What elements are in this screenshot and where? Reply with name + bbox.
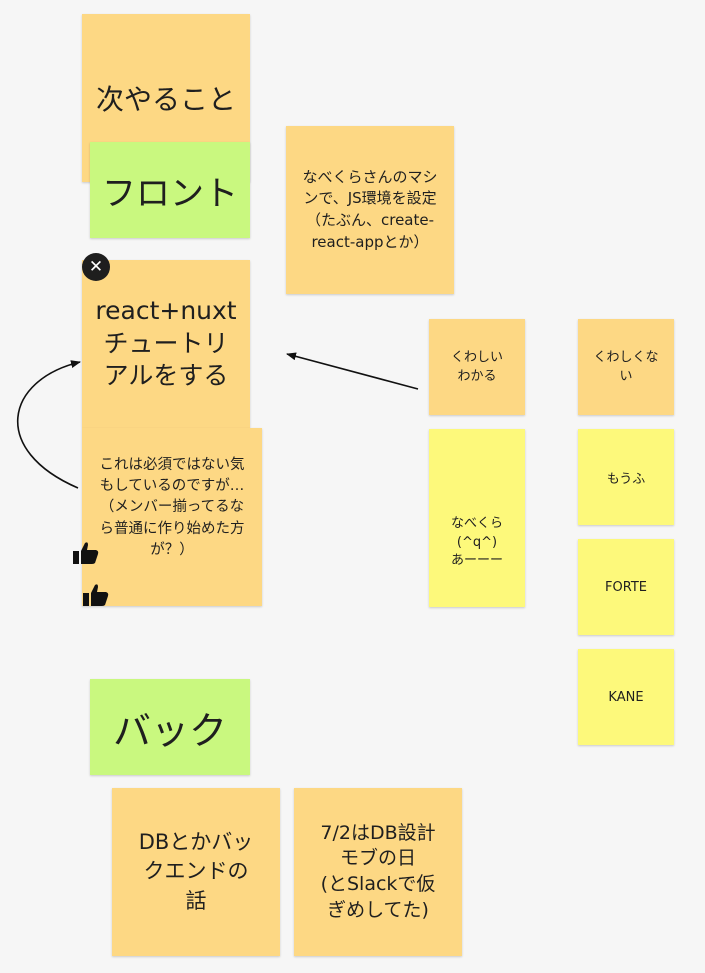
sticky-note-text: なべくらさんのマシンで、JS環境を設定（たぶん、create-react-app… [302,167,438,251]
sticky-note-moufu[interactable]: もうふ [578,429,674,525]
sticky-note-db-backend[interactable]: DBとかバッ クエンドの 話 [112,788,280,956]
sticky-note-text: FORTE [605,579,647,595]
sticky-note-forte[interactable]: FORTE [578,539,674,635]
sticky-note-text: バック [112,708,227,753]
sticky-note-back[interactable]: バック [90,679,250,775]
sticky-note-text: KANE [608,689,644,705]
sticky-note-db-design[interactable]: 7/2はDB設計 モブの日 (とSlackで仮 ぎめしてた) [294,788,462,956]
sticky-note-text: react+nuxt チュートリ アルをする [95,296,237,391]
sticky-note-text: 次やること [95,83,236,116]
sticky-note-nabekura[interactable]: なべくら (^q^) あーーー [429,429,525,607]
sticky-note-text: くわしくな い [593,349,659,385]
sticky-note-text: なべくら (^q^) あーーー [450,515,503,569]
sticky-note-detailed-know[interactable]: くわしい わかる [429,319,525,415]
curved-arrow-connector[interactable] [17,360,81,489]
sticky-note-tutorial[interactable]: react+nuxt チュートリ アルをする [82,260,250,428]
thumbs-up-icon[interactable] [72,540,100,566]
close-icon[interactable]: ✕ [82,253,110,281]
sticky-note-comment[interactable]: これは必須ではない気もしているのですが…（メンバー揃ってるなら普通に作り始めた方… [82,428,262,606]
sticky-note-text: DBとかバッ クエンドの 話 [138,829,254,913]
sticky-note-js-environment[interactable]: なべくらさんのマシンで、JS環境を設定（たぶん、create-react-app… [286,126,454,294]
sticky-note-text: くわしい わかる [450,349,503,385]
sticky-note-text: これは必須ではない気もしているのですが…（メンバー揃ってるなら普通に作り始めた方… [99,457,245,558]
sticky-note-not-detailed[interactable]: くわしくな い [578,319,674,415]
sticky-note-text: 7/2はDB設計 モブの日 (とSlackで仮 ぎめしてた) [320,821,436,921]
sticky-note-text: フロント [102,173,238,214]
arrow-connector[interactable] [286,352,419,390]
sticky-note-front[interactable]: フロント [90,142,250,238]
sticky-note-kane[interactable]: KANE [578,649,674,745]
sticky-note-text: もうふ [606,471,646,487]
thumbs-up-icon[interactable] [82,582,110,608]
